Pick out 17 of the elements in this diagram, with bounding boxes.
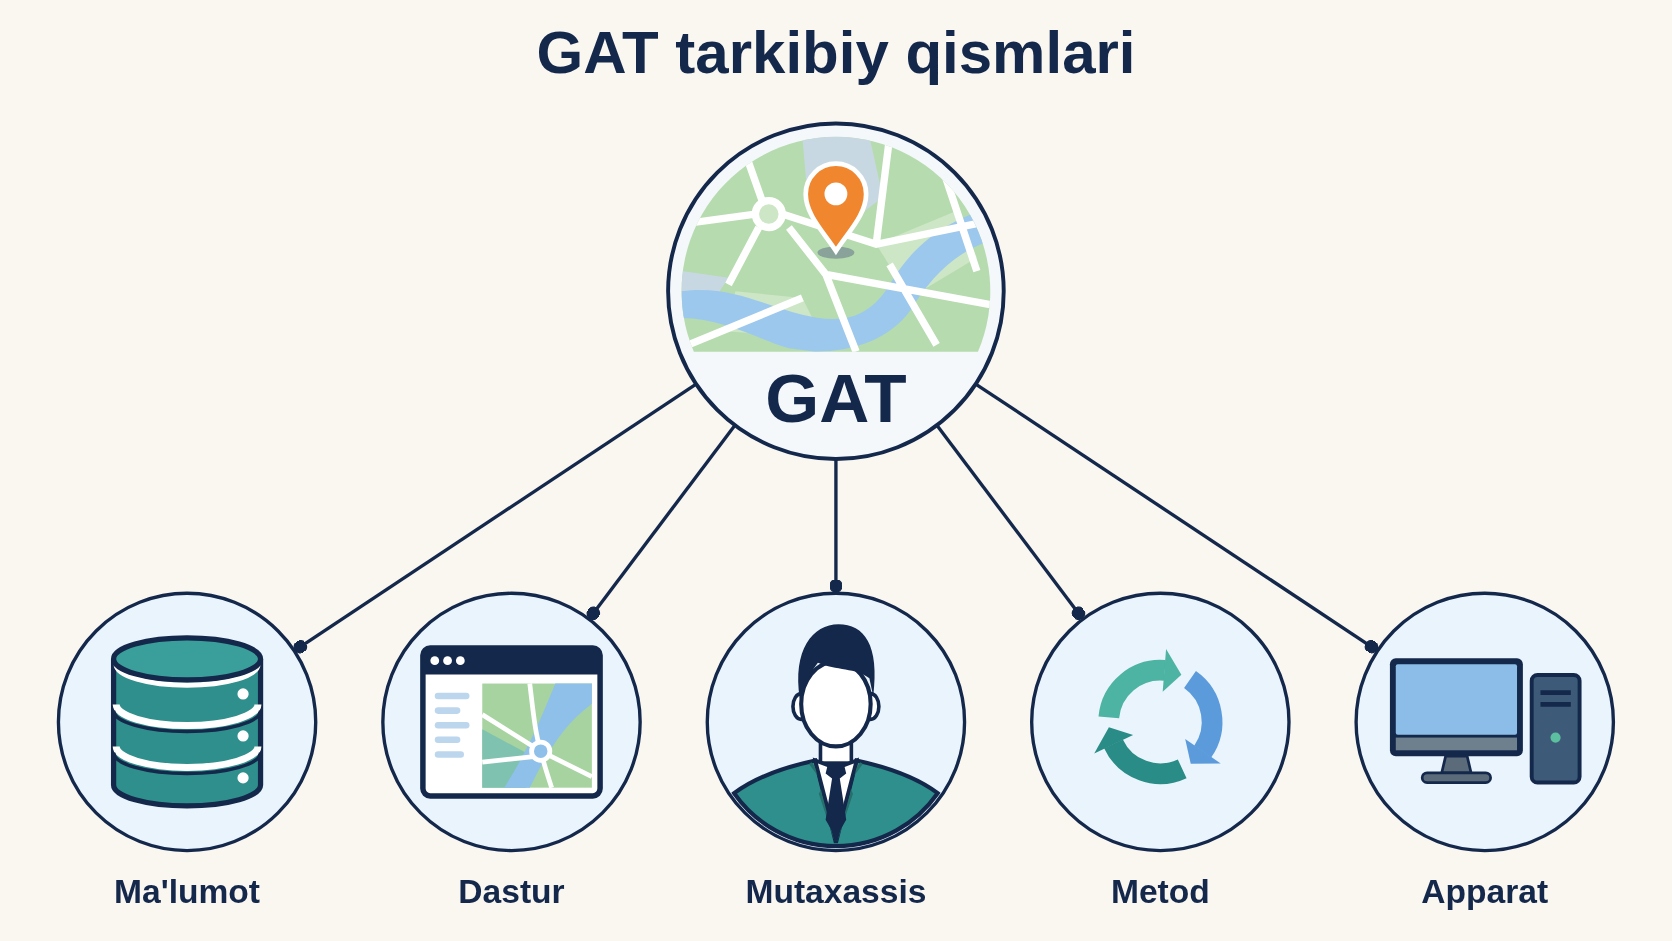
node-circle bbox=[1030, 591, 1291, 852]
node-label: Dastur bbox=[458, 872, 565, 910]
node-circle bbox=[381, 591, 642, 852]
node-circle bbox=[56, 591, 318, 852]
node-circle bbox=[705, 591, 967, 852]
node-label: Apparat bbox=[1421, 872, 1549, 910]
connector bbox=[974, 382, 1379, 653]
diagram-title: GAT tarkibiy qismlari bbox=[536, 19, 1136, 86]
node-circle bbox=[1354, 591, 1616, 852]
connector bbox=[293, 382, 698, 653]
node-label: Ma'lumot bbox=[114, 872, 261, 910]
node-label: Mutaxassis bbox=[745, 872, 927, 910]
connector bbox=[829, 458, 843, 593]
node-circle: GAT bbox=[666, 120, 1006, 461]
connector bbox=[935, 423, 1086, 620]
connector bbox=[586, 423, 737, 620]
node-label: Metod bbox=[1111, 872, 1210, 910]
